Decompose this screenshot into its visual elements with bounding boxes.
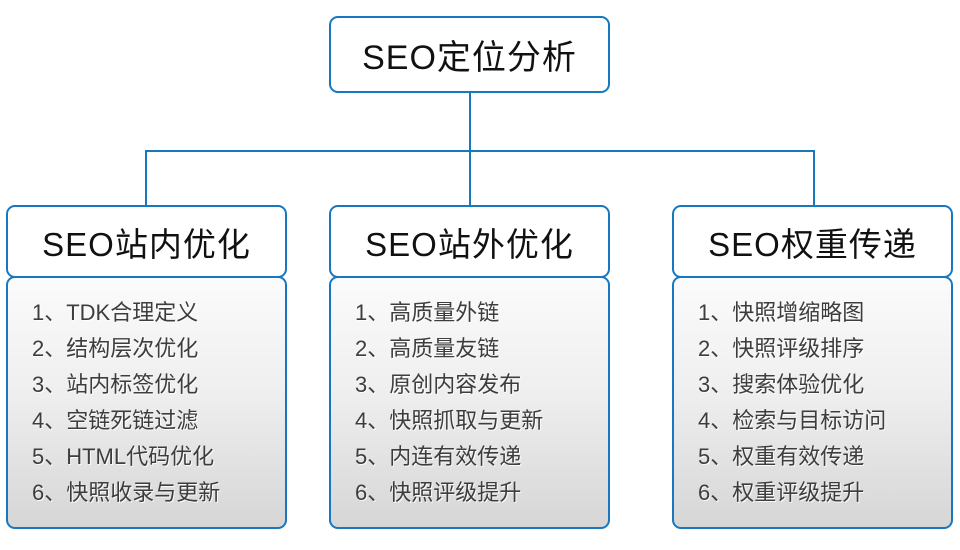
root-node-title: SEO定位分析 bbox=[362, 39, 577, 77]
list-item: 4、空链死链过滤 bbox=[32, 408, 199, 433]
list-item: 2、结构层次优化 bbox=[32, 336, 199, 361]
column-weight-header: SEO权重传递 bbox=[672, 205, 953, 278]
list-item: 1、高质量外链 bbox=[355, 300, 500, 325]
list-item: 2、快照评级排序 bbox=[698, 336, 865, 361]
list-item: 5、内连有效传递 bbox=[355, 444, 522, 469]
connector-drop-left bbox=[145, 150, 147, 207]
list-item: 4、快照抓取与更新 bbox=[355, 408, 544, 433]
connector-root-stem bbox=[469, 93, 471, 152]
column-weight-body: 1、快照增缩略图 2、快照评级排序 3、搜索体验优化 4、检索与目标访问 5、权… bbox=[672, 276, 953, 529]
column-weight-transfer: SEO权重传递 1、快照增缩略图 2、快照评级排序 3、搜索体验优化 4、检索与… bbox=[672, 205, 953, 529]
list-item: 2、高质量友链 bbox=[355, 336, 500, 361]
list-item: 5、HTML代码优化 bbox=[32, 444, 215, 469]
column-offsite-header: SEO站外优化 bbox=[329, 205, 610, 278]
column-onsite-header: SEO站内优化 bbox=[6, 205, 287, 278]
column-offsite-title: SEO站外优化 bbox=[365, 225, 574, 263]
connector-drop-middle bbox=[469, 150, 471, 207]
list-item: 1、TDK合理定义 bbox=[32, 300, 199, 325]
list-item: 5、权重有效传递 bbox=[698, 444, 865, 469]
list-item: 3、站内标签优化 bbox=[32, 372, 199, 397]
column-onsite-optimization: SEO站内优化 1、TDK合理定义 2、结构层次优化 3、站内标签优化 4、空链… bbox=[6, 205, 287, 529]
column-onsite-title: SEO站内优化 bbox=[42, 225, 251, 263]
list-item: 6、快照评级提升 bbox=[355, 480, 522, 505]
column-weight-title: SEO权重传递 bbox=[708, 225, 917, 263]
list-item: 6、权重评级提升 bbox=[698, 480, 865, 505]
list-item: 3、搜索体验优化 bbox=[698, 372, 865, 397]
connector-drop-right bbox=[813, 150, 815, 207]
list-item: 1、快照增缩略图 bbox=[698, 300, 865, 325]
column-offsite-optimization: SEO站外优化 1、高质量外链 2、高质量友链 3、原创内容发布 4、快照抓取与… bbox=[329, 205, 610, 529]
root-node: SEO定位分析 bbox=[329, 16, 610, 93]
list-item: 6、快照收录与更新 bbox=[32, 480, 221, 505]
column-onsite-body: 1、TDK合理定义 2、结构层次优化 3、站内标签优化 4、空链死链过滤 5、H… bbox=[6, 276, 287, 529]
column-offsite-body: 1、高质量外链 2、高质量友链 3、原创内容发布 4、快照抓取与更新 5、内连有… bbox=[329, 276, 610, 529]
list-item: 3、原创内容发布 bbox=[355, 372, 522, 397]
list-item: 4、检索与目标访问 bbox=[698, 408, 887, 433]
connector-horizontal-bar bbox=[145, 150, 815, 152]
